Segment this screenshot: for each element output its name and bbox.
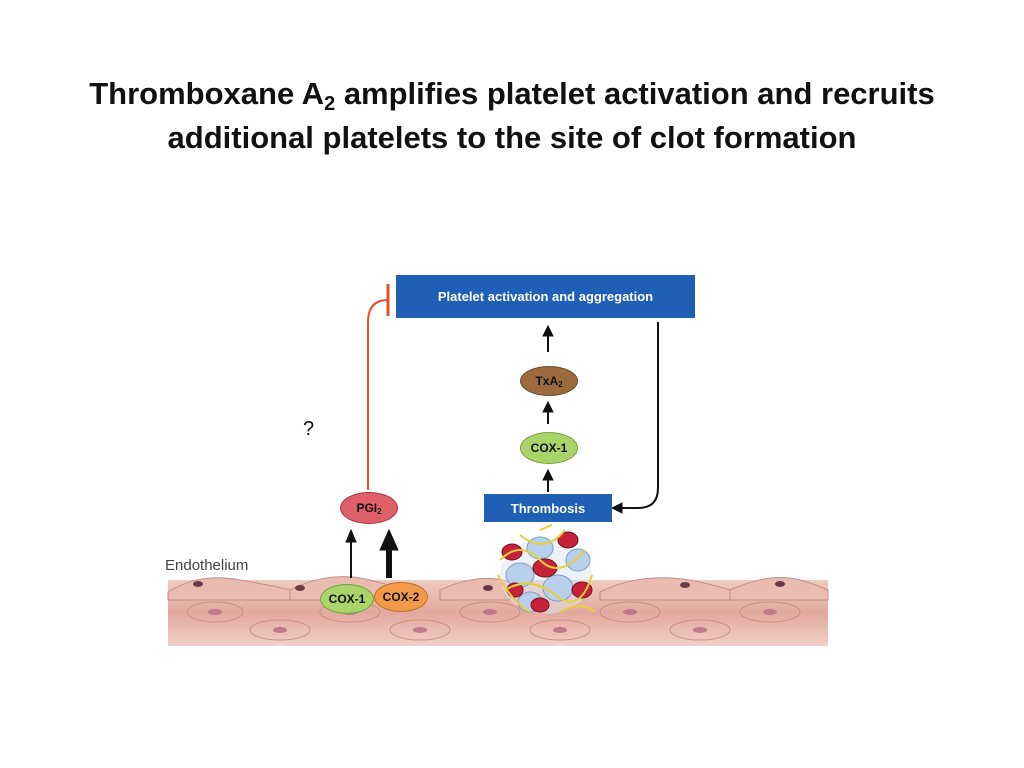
title-subscript: 2 <box>324 93 336 115</box>
endothelium-label: Endothelium <box>165 557 249 574</box>
title-line-1: Thromboxane A2 amplifies platelet activa… <box>89 76 935 115</box>
thrombosis-box: Thrombosis <box>484 494 612 522</box>
platelet-activation-label: Platelet activation and aggregation <box>437 289 654 304</box>
cell-nuclei <box>193 581 785 591</box>
cox1-endothelium-node: COX-1 <box>320 584 374 614</box>
cox1-platelet-node: COX-1 <box>520 432 578 464</box>
arrows <box>345 322 659 578</box>
clot-illustration <box>497 524 596 614</box>
thrombosis-label: Thrombosis <box>510 500 586 516</box>
inhibition-line <box>367 299 389 490</box>
arrow-feedback-to-thrombosis <box>620 322 659 509</box>
page-title: Thromboxane A2 amplifies platelet activa… <box>0 74 1024 158</box>
platelet-activation-box: Platelet activation and aggregation <box>396 275 695 318</box>
title-line-2: additional platelets to the site of clot… <box>167 120 857 155</box>
question-mark: ? <box>303 418 315 440</box>
deep-cells <box>186 601 801 641</box>
cox2-endothelium-node: COX-2 <box>374 582 428 612</box>
